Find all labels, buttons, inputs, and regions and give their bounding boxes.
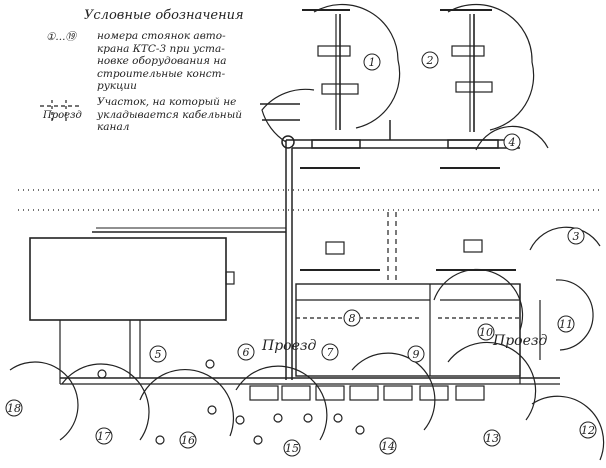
arc-station-4 [475,125,549,151]
arc-station-15 [351,352,436,431]
station-number-16: 16 [181,434,195,447]
station-number-7: 7 [327,346,334,359]
legend-number-range: ①...⑲ [46,31,76,43]
arc-station-16 [235,365,328,441]
building-notch [225,271,235,285]
station-number-14: 14 [381,440,395,453]
station-marker-11 [557,315,575,333]
station-number-17: 17 [97,430,111,443]
crane-left-upper [260,88,315,143]
station-marker-6 [237,343,255,361]
station-marker-5 [149,345,167,363]
arc-station-18 [61,363,150,441]
legend-dashed-symbol [40,100,80,124]
station-marker-10 [477,323,495,341]
station-marker-14 [379,437,397,455]
legend-title: Условные обозначения [84,8,244,23]
station-marker-1 [363,53,381,71]
station-marker-4 [503,133,521,151]
station-marker-15 [283,439,301,457]
station-marker-18 [5,399,23,417]
arc-station-13 [531,395,605,461]
station-number-4: 4 [508,136,516,149]
arc-station-17 [139,368,235,437]
station-marker-8 [343,309,361,327]
station-marker-12 [579,421,597,439]
station-marker-9 [407,345,425,363]
station-number-6: 6 [243,346,250,359]
cable-channel-trunk [281,120,520,380]
station-number-18: 18 [7,402,21,415]
footing-circles [97,359,365,445]
crane-station-top-right [440,3,535,169]
station-number-11: 11 [559,318,573,331]
station-number-3: 3 [573,230,580,243]
station-marker-16 [179,431,197,449]
station-number-10: 10 [479,326,493,339]
station-number-1: 1 [369,56,376,69]
station-number-9: 9 [413,348,420,361]
station-number-13: 13 [485,432,499,445]
station-marker-13 [483,429,501,447]
legend-crane-description: номера стоянок авто- крана КТС-3 при уст… [97,30,227,92]
equipment-boxes-bottom [249,385,485,401]
station-number-12: 12 [581,424,595,437]
road-label-left: Проезд [262,338,317,354]
arc-station-11 [433,268,524,331]
station-number-5: 5 [155,348,162,361]
station-marker-17 [95,427,113,445]
station-number-8: 8 [349,312,356,325]
station-number-15: 15 [285,442,299,455]
legend-symbol-label: Проезд [43,110,82,121]
station-marker-3 [567,227,585,245]
arc-station-19 [9,361,79,441]
station-number-2: 2 [426,54,434,67]
crane-station-top-left [300,3,401,169]
arc-station-12 [555,279,594,351]
arc-station-14 [447,341,537,421]
main-building [29,237,227,321]
arc-station-5 [529,226,601,251]
legend-cable-description: Участок, на который не укладывается кабе… [97,96,243,133]
station-marker-7 [321,343,339,361]
station-marker-2 [421,51,439,69]
